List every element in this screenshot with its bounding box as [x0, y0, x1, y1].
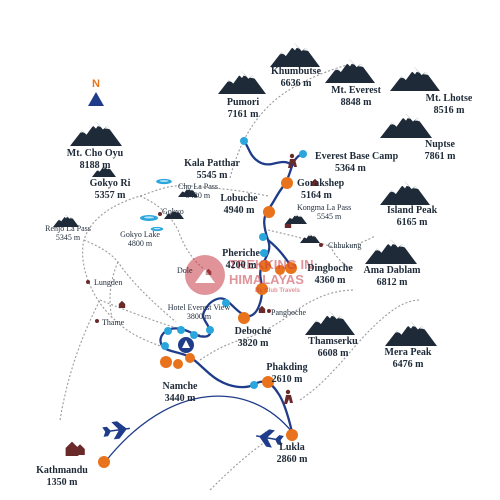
watermark-line2: HIMALAYAS: [229, 272, 304, 287]
logo-seal-icon: [185, 255, 225, 295]
compass-label: N: [92, 78, 100, 90]
village-label: Dole: [177, 266, 193, 275]
village-label: Chhukung: [328, 241, 362, 250]
airplane-icon: [102, 421, 130, 440]
village-label: Gokyo: [162, 207, 184, 216]
watermark-line1: TREKKING IN: [229, 257, 314, 272]
gokyo-lakes: [140, 178, 172, 232]
hiker-icon: [284, 389, 293, 404]
compass-north-icon: N: [88, 78, 104, 106]
village-label: Lungden: [94, 278, 123, 287]
stops: [98, 177, 298, 468]
village-label: Pangboche: [271, 308, 307, 317]
airplane-icon: [256, 429, 284, 448]
village-label: Thame: [102, 318, 125, 327]
helipad-icon: [178, 337, 194, 353]
hiker-icon: [288, 153, 297, 168]
watermark-logo: TREKKING IN HIMALAYAS By Club Travels: [185, 253, 325, 303]
watermark-line3: By Club Travels: [255, 288, 301, 294]
waypoints: [161, 137, 307, 389]
landmarks: [65, 178, 323, 456]
flight-route: [104, 395, 293, 463]
